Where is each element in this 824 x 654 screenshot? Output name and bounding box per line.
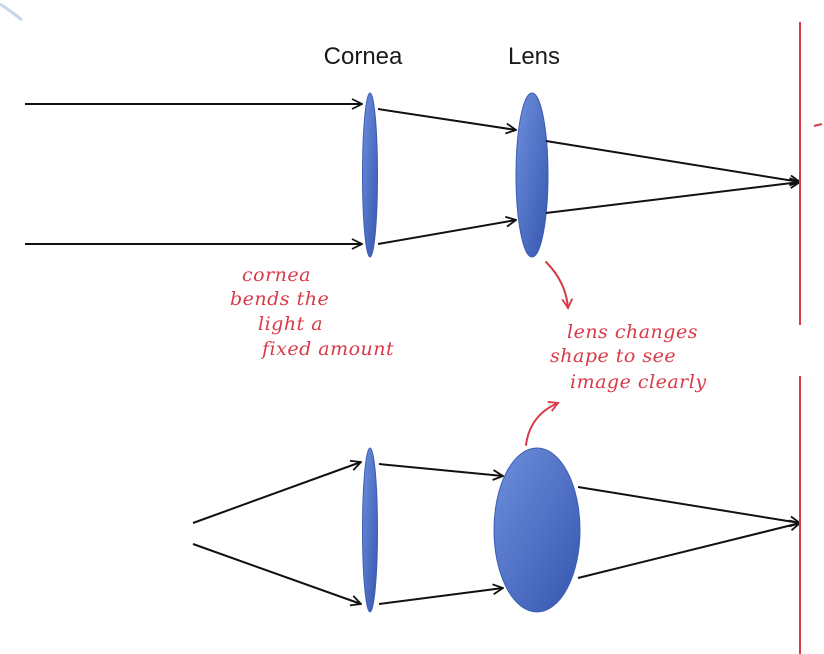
cornea-note-line-4: fixed amount bbox=[260, 338, 394, 360]
corner-artifact bbox=[0, 2, 23, 22]
lens-to-retina-ray-upper bbox=[545, 140, 800, 182]
cornea-note-line-2: bends the bbox=[230, 288, 329, 310]
cornea-note-line-3: light a bbox=[258, 313, 323, 335]
cornea-top bbox=[362, 92, 378, 258]
curved-arrow-icon bbox=[545, 261, 574, 310]
lens-note-line-1: lens changes bbox=[567, 321, 698, 343]
cornea-bottom bbox=[362, 447, 378, 613]
lens-heading: Lens bbox=[508, 43, 560, 70]
lens-note-line-3: image clearly bbox=[570, 371, 707, 393]
diverging-ray-lower bbox=[192, 543, 361, 604]
lens-top-thin bbox=[515, 92, 549, 258]
cornea-to-lens-ray-upper-near bbox=[378, 463, 503, 476]
margin-mark bbox=[813, 123, 823, 127]
lens-to-retina-ray-lower bbox=[545, 182, 800, 214]
top-diagram bbox=[25, 22, 823, 325]
lens-note-line-2: shape to see bbox=[550, 345, 676, 367]
diverging-ray-upper bbox=[192, 462, 361, 524]
cornea-to-lens-ray-lower-near bbox=[378, 588, 503, 605]
lens-to-retina-ray-lower-near bbox=[577, 523, 800, 579]
lens-to-retina-ray-upper-near bbox=[577, 486, 800, 523]
cornea-to-lens-ray-lower bbox=[377, 220, 516, 245]
cornea-heading: Cornea bbox=[324, 43, 403, 70]
cornea-to-lens-ray-upper bbox=[377, 108, 516, 130]
cornea-note-line-1: cornea bbox=[242, 264, 311, 286]
curved-arrow-icon bbox=[525, 401, 560, 446]
lens-bottom-thick bbox=[493, 447, 581, 613]
bottom-diagram bbox=[192, 376, 800, 654]
